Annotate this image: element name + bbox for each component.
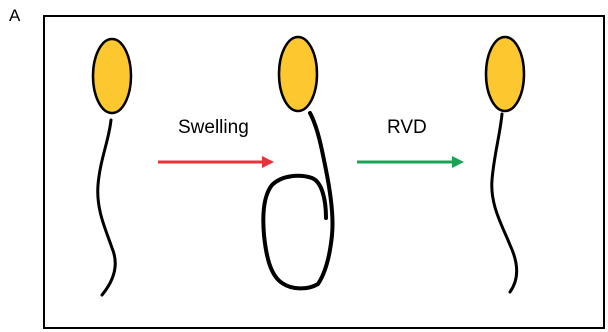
- swollen-sperm: [263, 37, 332, 288]
- rvd-arrow: [357, 156, 464, 168]
- swollen-sperm-head: [279, 37, 317, 111]
- swelling-arrow: [158, 156, 274, 168]
- recovered-sperm-tail: [492, 114, 517, 292]
- swollen-sperm-tail-coil: [263, 113, 332, 288]
- normal-sperm-tail: [98, 120, 115, 295]
- normal-sperm: [93, 39, 131, 295]
- normal-sperm-head: [93, 39, 131, 113]
- recovered-sperm-head: [486, 37, 524, 111]
- recovered-sperm: [486, 37, 524, 292]
- swelling-label: Swelling: [178, 118, 249, 137]
- rvd-label: RVD: [387, 118, 427, 137]
